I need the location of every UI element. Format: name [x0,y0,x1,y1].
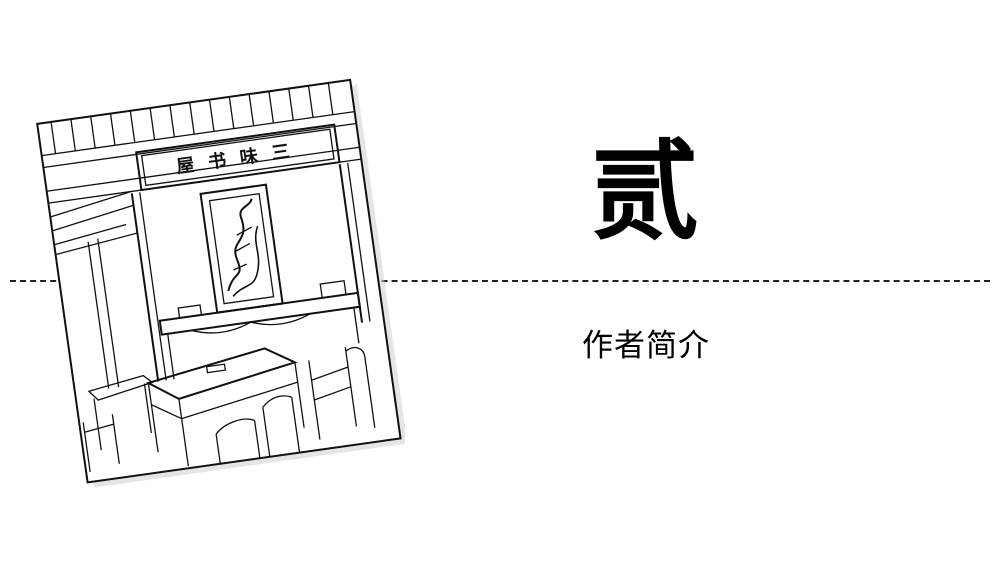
drawing-linework [41,82,376,473]
dashed-divider [10,280,990,282]
section-number-title: 贰 [590,130,699,255]
line-drawing: 屋书味三 [36,78,405,488]
photo-border [36,78,402,484]
section-subtitle: 作者简介 [582,328,710,364]
sanwei-study-illustration: 屋书味三 [35,72,405,492]
